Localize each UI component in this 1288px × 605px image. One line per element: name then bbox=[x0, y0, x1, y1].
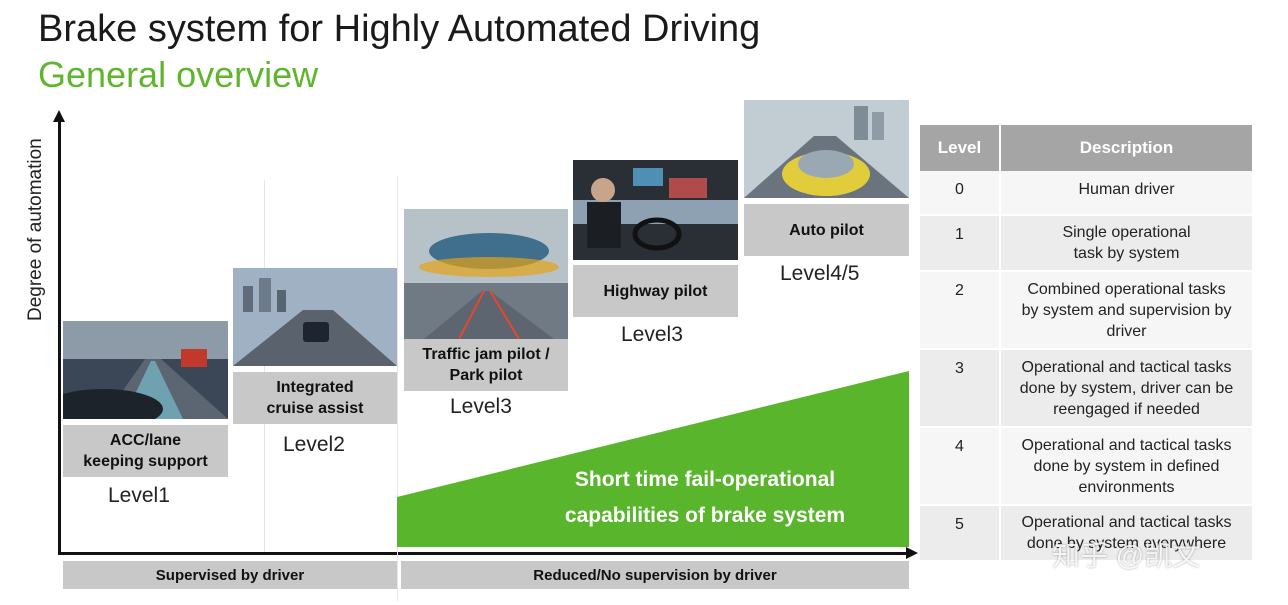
step-level-3a: Level3 bbox=[450, 395, 512, 418]
table-cell-level: 1 bbox=[920, 215, 1001, 272]
step-level-3b: Level3 bbox=[621, 323, 683, 346]
highway-pilot-photo bbox=[573, 160, 738, 260]
x-axis-arrow-icon bbox=[906, 547, 918, 559]
table-header-description: Description bbox=[1000, 125, 1254, 171]
column-divider bbox=[264, 180, 265, 552]
reduced-supervision-bar: Reduced/No supervision by driver bbox=[401, 561, 909, 589]
cruise-assist-photo bbox=[233, 268, 397, 366]
watermark: 知乎 @凯文 bbox=[1052, 540, 1201, 571]
y-axis-label: Degree of automation bbox=[25, 138, 46, 321]
table-row: 2 Combined operational tasks by system a… bbox=[920, 271, 1254, 350]
fail-operational-wedge bbox=[397, 371, 909, 547]
page-subtitle: General overview bbox=[38, 54, 319, 95]
table-cell-description: Operational and tactical tasks done by s… bbox=[1000, 427, 1254, 506]
table-cell-level: 4 bbox=[920, 427, 1001, 506]
step-label-highway: Highway pilot bbox=[573, 265, 738, 317]
y-axis-line bbox=[58, 118, 61, 554]
page-title: Brake system for Highly Automated Drivin… bbox=[38, 8, 761, 50]
traffic-jam-photo bbox=[404, 209, 568, 339]
y-axis-arrow-icon bbox=[53, 110, 65, 122]
table-cell-description: Operational and tactical tasks done by s… bbox=[1000, 505, 1254, 562]
table-header-row: Level Description bbox=[920, 125, 1254, 171]
table-cell-level: 5 bbox=[920, 505, 1001, 562]
step-label-auto-pilot: Auto pilot bbox=[744, 204, 909, 256]
table-row: 3 Operational and tactical tasks done by… bbox=[920, 349, 1254, 428]
table-cell-level: 3 bbox=[920, 349, 1001, 428]
table-row: 1 Single operational task by system bbox=[920, 215, 1254, 272]
automation-levels-table: Level Description 0 Human driver 1 Singl… bbox=[920, 125, 1254, 562]
table-header-level: Level bbox=[920, 125, 1001, 171]
table-row: 5 Operational and tactical tasks done by… bbox=[920, 505, 1254, 562]
acc-lane-photo bbox=[63, 321, 228, 419]
step-level-2: Level2 bbox=[283, 433, 345, 456]
column-divider bbox=[397, 176, 398, 601]
table-row: 0 Human driver bbox=[920, 171, 1254, 216]
table-cell-description: Combined operational tasks by system and… bbox=[1000, 271, 1254, 350]
table-cell-description: Operational and tactical tasks done by s… bbox=[1000, 349, 1254, 428]
table-cell-level: 2 bbox=[920, 271, 1001, 350]
table-cell-description: Human driver bbox=[1000, 171, 1254, 216]
step-label-acc: ACC/lane keeping support bbox=[63, 425, 228, 477]
table-cell-description: Single operational task by system bbox=[1000, 215, 1254, 272]
x-axis-line bbox=[58, 552, 910, 555]
supervised-by-driver-bar: Supervised by driver bbox=[63, 561, 397, 589]
table-row: 4 Operational and tactical tasks done by… bbox=[920, 427, 1254, 506]
table-cell-level: 0 bbox=[920, 171, 1001, 216]
step-label-traffic-jam: Traffic jam pilot / Park pilot bbox=[404, 339, 568, 391]
auto-pilot-photo bbox=[744, 100, 909, 198]
step-label-cruise: Integrated cruise assist bbox=[233, 372, 397, 424]
step-level-4-5: Level4/5 bbox=[780, 262, 860, 285]
fail-operational-text: Short time fail-operational capabilities… bbox=[564, 468, 846, 527]
step-level-1: Level1 bbox=[108, 484, 170, 507]
